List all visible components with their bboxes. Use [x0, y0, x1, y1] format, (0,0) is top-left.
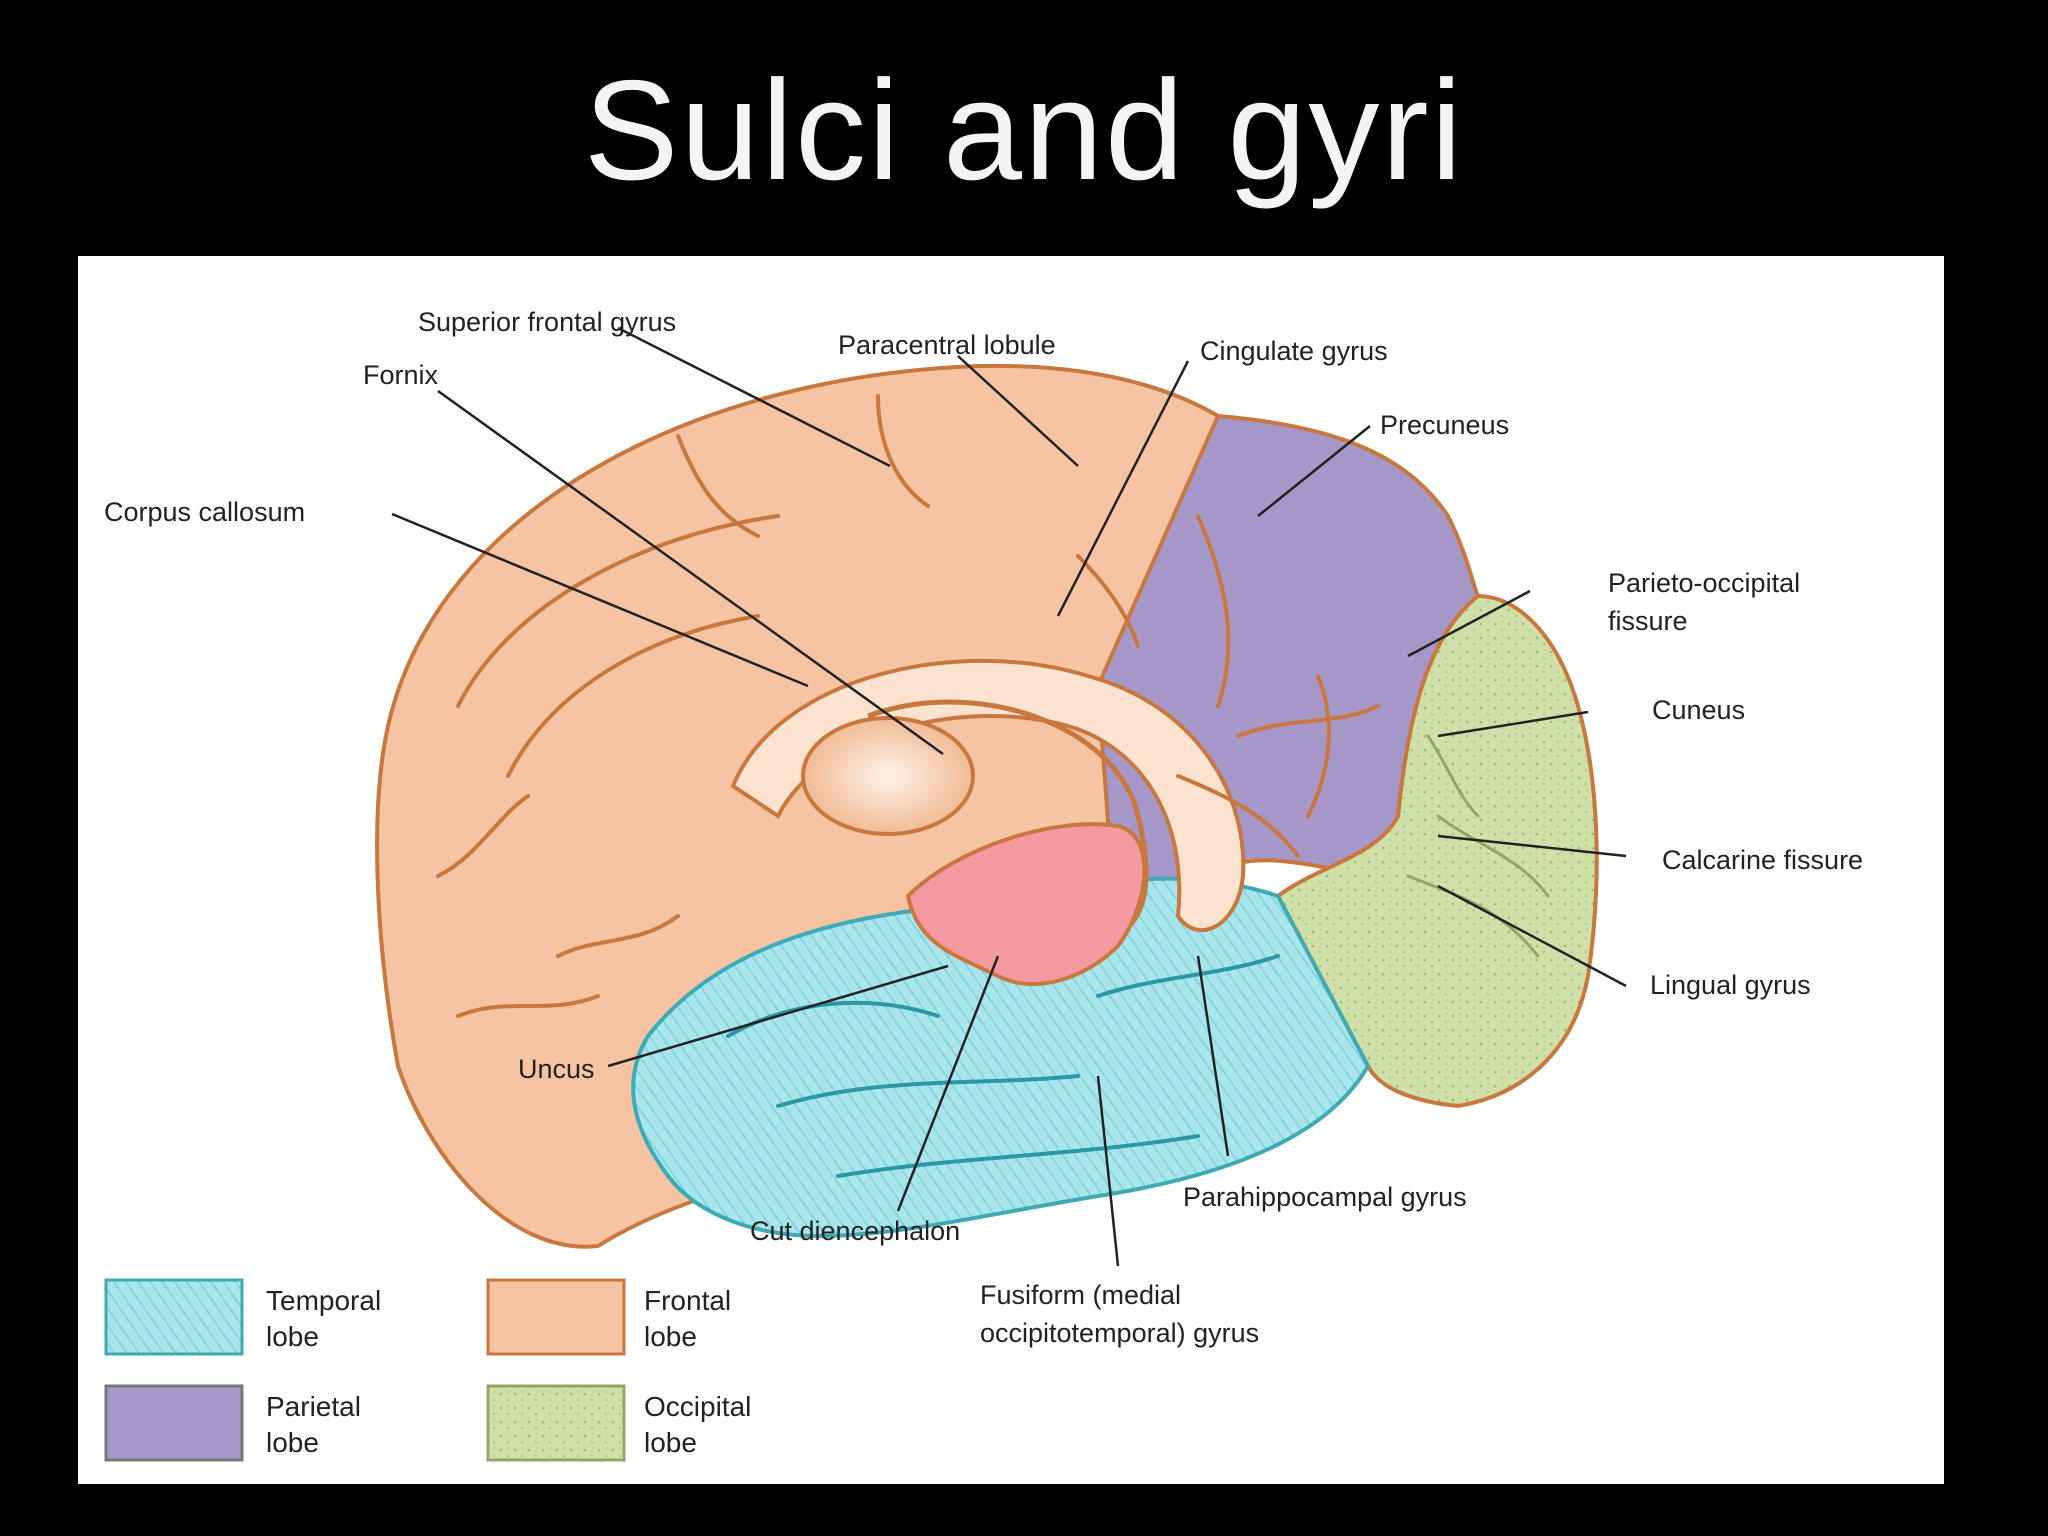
legend-swatch-frontal [486, 1278, 626, 1356]
label-parahippocampal-gyrus: Parahippocampal gyrus [1183, 1182, 1467, 1212]
legend-frontal-2: lobe [644, 1321, 697, 1352]
gyri-lines [436, 394, 1140, 1018]
thalamus-shape [801, 716, 975, 836]
label-parieto-occipital-1: Parieto-occipital [1608, 568, 1800, 598]
label-fornix: Fornix [363, 360, 439, 390]
label-uncus: Uncus [518, 1054, 595, 1084]
label-precuneus: Precuneus [1380, 410, 1509, 440]
leader-lines [391, 326, 1627, 1267]
label-fusiform-2: occipitotemporal) gyrus [980, 1318, 1259, 1348]
diagram-panel: Superior frontal gyrus Paracentral lobul… [78, 256, 1944, 1484]
legend-frontal-1: Frontal [644, 1285, 731, 1316]
legend-occipital-1: Occipital [644, 1391, 751, 1422]
legend-swatch-temporal [104, 1278, 244, 1356]
label-corpus-callosum: Corpus callosum [104, 497, 305, 527]
legend: Temporal lobe Frontal lobe Parietal lobe… [104, 1278, 751, 1462]
legend-occipital-2: lobe [644, 1427, 697, 1458]
label-superior-frontal-gyrus: Superior frontal gyrus [418, 307, 676, 337]
label-cingulate-gyrus: Cingulate gyrus [1200, 336, 1388, 366]
label-cut-diencephalon: Cut diencephalon [750, 1216, 960, 1246]
legend-temporal-2: lobe [266, 1321, 319, 1352]
brain-diagram: Superior frontal gyrus Paracentral lobul… [104, 307, 1863, 1462]
label-cuneus: Cuneus [1652, 695, 1745, 725]
fornix-shape [867, 699, 1149, 939]
occipital-sulci [1406, 734, 1550, 958]
label-calcarine-fissure: Calcarine fissure [1662, 845, 1863, 875]
label-fusiform-1: Fusiform (medial [980, 1280, 1181, 1310]
legend-swatch-occipital [486, 1384, 626, 1462]
parietal-sulci [1176, 514, 1380, 858]
label-paracentral-lobule: Paracentral lobule [838, 330, 1056, 360]
label-lingual-gyrus: Lingual gyrus [1650, 970, 1811, 1000]
slide-title: Sulci and gyri [583, 51, 1465, 210]
legend-parietal-2: lobe [266, 1427, 319, 1458]
legend-parietal-1: Parietal [266, 1391, 361, 1422]
label-parieto-occipital-2: fissure [1608, 606, 1688, 636]
diencephalon-shape [905, 822, 1147, 986]
legend-swatch-parietal [104, 1384, 244, 1462]
legend-temporal-1: Temporal [266, 1285, 381, 1316]
